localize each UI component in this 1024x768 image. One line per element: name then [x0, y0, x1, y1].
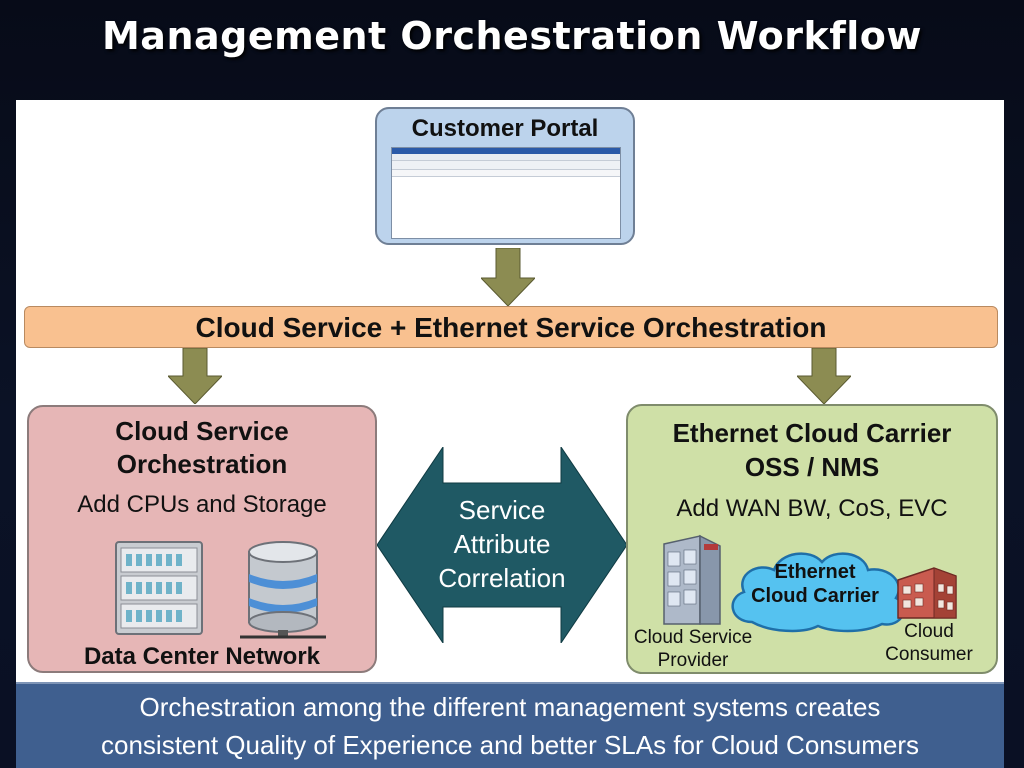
orchestration-bar: Cloud Service + Ethernet Service Orchest…: [24, 306, 998, 348]
cloud-service-orchestration-box: Cloud Service Orchestration Add CPUs and…: [27, 405, 377, 673]
browser-window-icon: [391, 147, 621, 239]
center-line2: Attribute: [453, 529, 551, 559]
consumer-line2: Consumer: [885, 644, 973, 665]
slide-title: Management Orchestration Workflow: [101, 14, 923, 58]
caption-line2: consistent Quality of Experience and bet…: [101, 730, 919, 760]
service-attribute-correlation-label: Service Attribute Correlation: [402, 493, 602, 595]
center-line1: Service: [458, 495, 546, 525]
cloud-consumer-label: Cloud Consumer: [874, 620, 984, 666]
ethernet-cloud-carrier-label: Ethernet Cloud Carrier: [730, 560, 900, 608]
right-box-title-line2: OSS / NMS: [744, 452, 880, 482]
left-box-subtitle: Add CPUs and Storage: [77, 491, 327, 518]
customer-portal-box: Customer Portal: [375, 107, 635, 245]
database-icon: [240, 541, 326, 639]
provider-line2: Provider: [657, 650, 729, 671]
factory-building-icon: [897, 567, 957, 619]
cloud-line2: Cloud Carrier: [751, 585, 879, 607]
left-box-title-line2: Orchestration: [116, 449, 288, 479]
caption-banner: Orchestration among the different manage…: [16, 682, 1004, 768]
office-building-icon: [663, 534, 721, 625]
service-correlation-double-arrow: [377, 447, 627, 643]
right-box-title-line1: Ethernet Cloud Carrier: [672, 418, 952, 448]
down-arrow-icon: [797, 348, 851, 404]
right-box-subtitle: Add WAN BW, CoS, EVC: [676, 495, 948, 522]
server-rack-icon: [115, 541, 203, 635]
left-box-footer: Data Center Network: [83, 643, 321, 670]
caption-line1: Orchestration among the different manage…: [139, 692, 881, 722]
down-arrow-icon: [168, 348, 222, 404]
cloud-service-provider-label: Cloud Service Provider: [628, 626, 758, 672]
provider-line1: Cloud Service: [633, 627, 753, 648]
down-arrow-icon: [481, 248, 535, 306]
left-box-title-line1: Cloud Service: [115, 416, 289, 446]
cloud-icon: [731, 552, 906, 633]
customer-portal-label: Customer Portal: [411, 115, 599, 142]
cloud-line1: Ethernet: [774, 561, 856, 583]
center-line3: Correlation: [438, 563, 566, 593]
consumer-line1: Cloud: [904, 621, 954, 642]
